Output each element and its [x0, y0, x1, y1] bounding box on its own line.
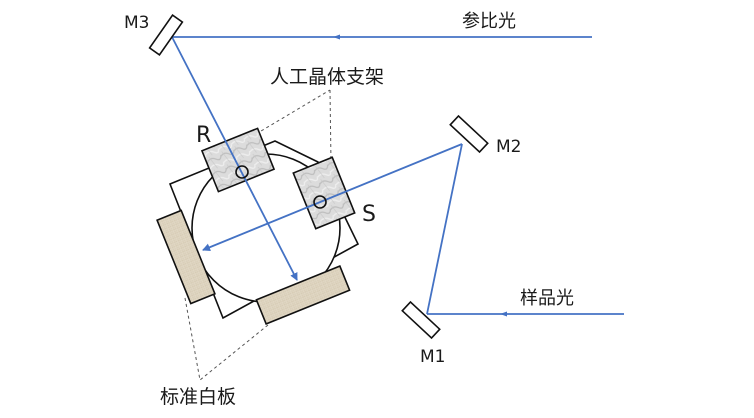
holder-leader-line-left: [255, 89, 331, 135]
label-sample-light: 样品光: [520, 288, 574, 309]
label-m1: M1: [420, 347, 445, 367]
mirror-m1: [401, 300, 441, 340]
white-board-bottom: [255, 265, 351, 325]
sample-beam-to-platform: [202, 143, 463, 252]
white-board-leader-line-left: [184, 297, 201, 381]
label-crystal-holder: 人工晶体支架: [270, 66, 384, 88]
sample-port-holder: [292, 156, 356, 230]
label-sample-port: S: [362, 202, 376, 227]
holder-leader-line-right: [329, 89, 332, 164]
white-board-leader-line-right: [199, 324, 269, 381]
sample-port-circle: [313, 195, 327, 209]
sample-beam-m1-to-m2: [426, 143, 463, 315]
label-reference-light: 参比光: [462, 11, 516, 32]
label-reference-port: R: [196, 123, 211, 148]
reference-beam-to-platform: [171, 36, 298, 281]
mirror-m3: [148, 14, 184, 56]
white-board-left: [156, 209, 216, 305]
sample-beam-arrow-mark: [500, 311, 507, 317]
label-m3: M3: [124, 13, 149, 33]
mirror-m2: [449, 114, 489, 154]
reference-port-circle: [235, 165, 249, 179]
label-white-standard: 标准白板: [160, 386, 236, 408]
label-m2: M2: [496, 137, 521, 157]
reference-beam-arrow-mark: [333, 34, 340, 40]
